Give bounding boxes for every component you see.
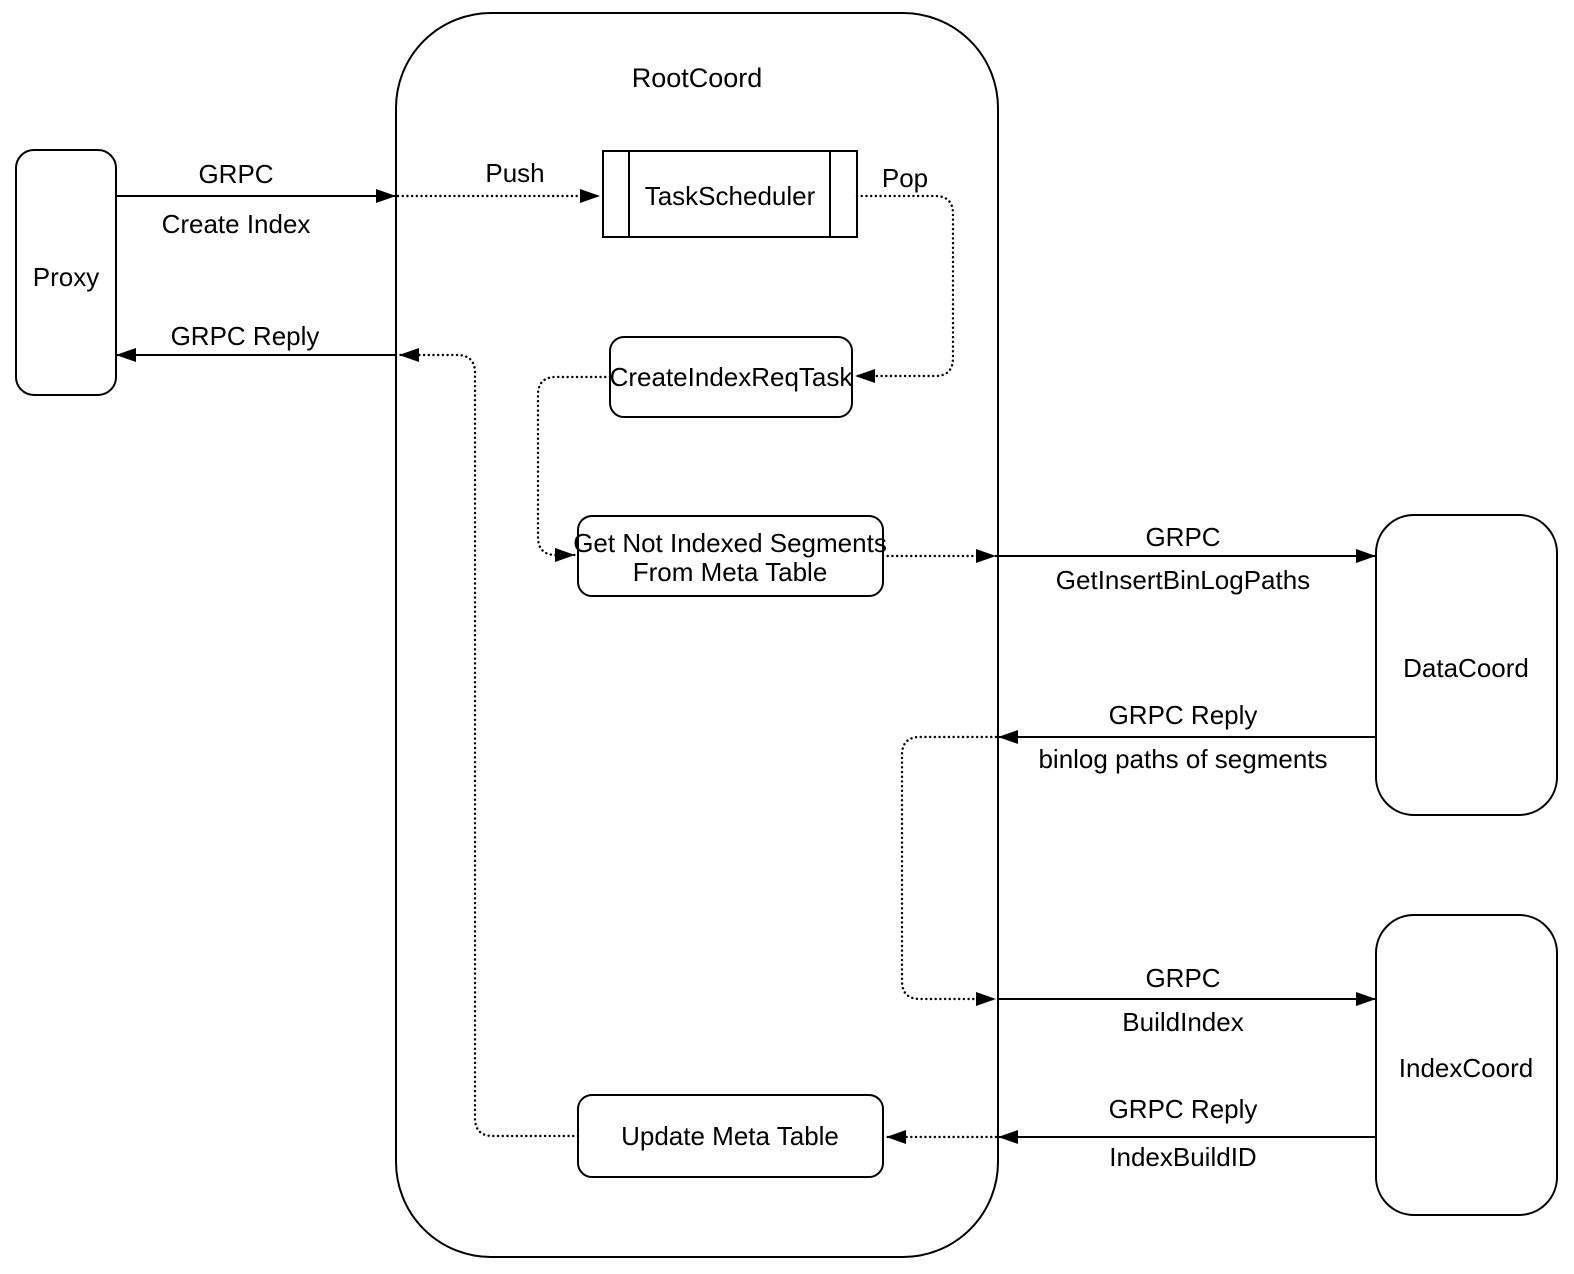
edge-rootcoord-to-proxy-label1: GRPC Reply [171, 321, 320, 351]
edge-createindex-to-getnotindexed [536, 375, 612, 562]
edge-rootcoord-to-indexcoord-label1: GRPC [1145, 963, 1220, 993]
create-index-req-task-label: CreateIndexReqTask [610, 362, 854, 392]
task-scheduler-node [602, 150, 858, 238]
index-coord-label: IndexCoord [1399, 1053, 1533, 1083]
data-coord-node [1375, 514, 1558, 816]
edge-rootcoord-to-datacoord-label1: GRPC [1145, 522, 1220, 552]
edge-rootcoord-to-indexcoord-label2: BuildIndex [1122, 1007, 1243, 1037]
edge-indexcoord-to-rootcoord-label1: GRPC Reply [1109, 1094, 1258, 1124]
edge-rootcoord-to-datacoord-label2: GetInsertBinLogPaths [1056, 565, 1310, 595]
rootcoord-title: RootCoord [632, 63, 763, 93]
get-not-indexed-segments-label-line1: Get Not Indexed Segments [573, 528, 887, 558]
edge-datacoord-to-rootcoord-label1: GRPC Reply [1109, 700, 1258, 730]
edge-pop [853, 194, 955, 383]
data-coord-label: DataCoord [1403, 653, 1529, 683]
edge-binlogreply-to-buildindex [900, 735, 998, 1006]
proxy-label: Proxy [33, 262, 99, 292]
get-not-indexed-segments-label-line2: From Meta Table [633, 557, 828, 587]
edge-proxy-to-rootcoord-label2: Create Index [162, 209, 311, 239]
edge-proxy-to-rootcoord-label1: GRPC [198, 159, 273, 189]
edge-pop-label: Pop [882, 163, 928, 193]
edge-datacoord-to-rootcoord-label2: binlog paths of segments [1038, 744, 1327, 774]
edge-push-label: Push [485, 158, 544, 188]
update-meta-table-label: Update Meta Table [621, 1121, 839, 1151]
rootcoord-container [395, 12, 999, 1258]
edge-indexcoord-to-rootcoord-label2: IndexBuildID [1109, 1142, 1256, 1172]
proxy-node [15, 149, 117, 396]
edge-updatemeta-to-reply [397, 348, 580, 1138]
task-scheduler-label: TaskScheduler [645, 181, 816, 211]
index-coord-node [1375, 914, 1558, 1216]
